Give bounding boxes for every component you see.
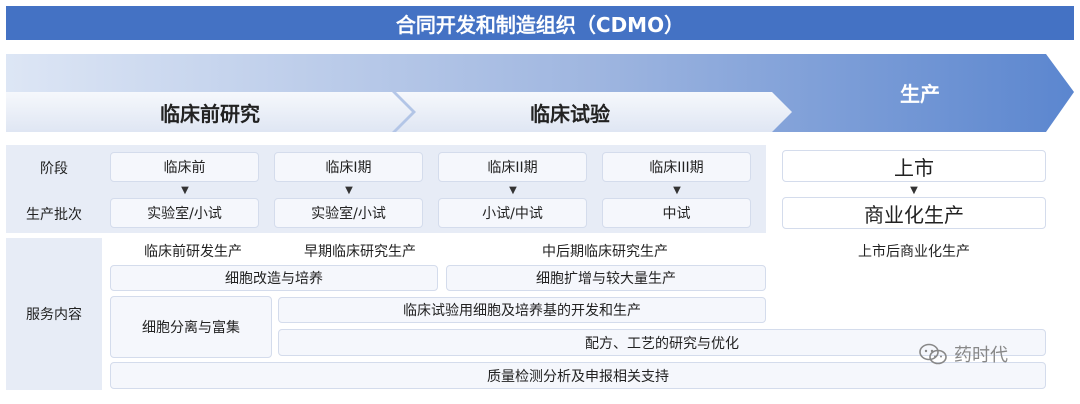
service-cell-media-dev: 临床试验用细胞及培养基的开发和生产 xyxy=(278,297,766,323)
row-label-stage: 阶段 xyxy=(6,150,102,186)
batch-box: 小试/中试 xyxy=(438,198,587,228)
service-formulation: 配方、工艺的研究与优化 xyxy=(278,329,1046,356)
down-arrow-icon: ▼ xyxy=(181,184,189,196)
down-arrow-icon: ▼ xyxy=(910,184,918,196)
stage-box: 临床II期 xyxy=(438,152,587,182)
production-batch-box: 商业化生产 xyxy=(782,197,1046,229)
stage-box: 临床I期 xyxy=(274,152,423,182)
page-title: 合同开发和制造组织（CDMO） xyxy=(6,6,1074,40)
stage-box: 临床III期 xyxy=(602,152,751,182)
down-arrow-icon: ▼ xyxy=(345,184,353,196)
row-label-batch: 生产批次 xyxy=(6,196,102,232)
service-cell-engineering: 细胞改造与培养 xyxy=(110,265,438,291)
stage-box: 临床前 xyxy=(110,152,259,182)
batch-box: 中试 xyxy=(602,198,751,228)
preclinical-arrow xyxy=(6,92,412,132)
watermark-text: 药时代 xyxy=(954,345,1008,366)
service-cell-expansion: 细胞扩增与较大量生产 xyxy=(446,265,766,291)
phase-production-label: 生产 xyxy=(900,81,940,106)
service-early-clinical: 早期临床研究生产 xyxy=(304,244,416,260)
phase-clinical-label: 临床试验 xyxy=(530,101,610,126)
service-mid-late-clinical: 中后期临床研究生产 xyxy=(542,244,668,260)
watermark: 药时代 xyxy=(918,340,1048,368)
down-arrow-icon: ▼ xyxy=(673,184,681,196)
wechat-icon xyxy=(919,343,947,365)
phase-preclinical-label: 临床前研究 xyxy=(160,101,260,126)
clinical-arrow xyxy=(396,92,792,132)
service-post-market: 上市后商业化生产 xyxy=(858,244,970,260)
service-cell-separation: 细胞分离与富集 xyxy=(110,296,272,358)
batch-box: 实验室/小试 xyxy=(110,198,259,228)
down-arrow-icon: ▼ xyxy=(509,184,517,196)
service-qc-support: 质量检测分析及申报相关支持 xyxy=(110,362,1046,389)
production-stage-box: 上市 xyxy=(782,150,1046,182)
batch-box: 实验室/小试 xyxy=(274,198,423,228)
phase-arrows xyxy=(6,54,1074,132)
service-preclinical-production: 临床前研发生产 xyxy=(144,244,242,260)
row-label-services: 服务内容 xyxy=(6,238,102,390)
